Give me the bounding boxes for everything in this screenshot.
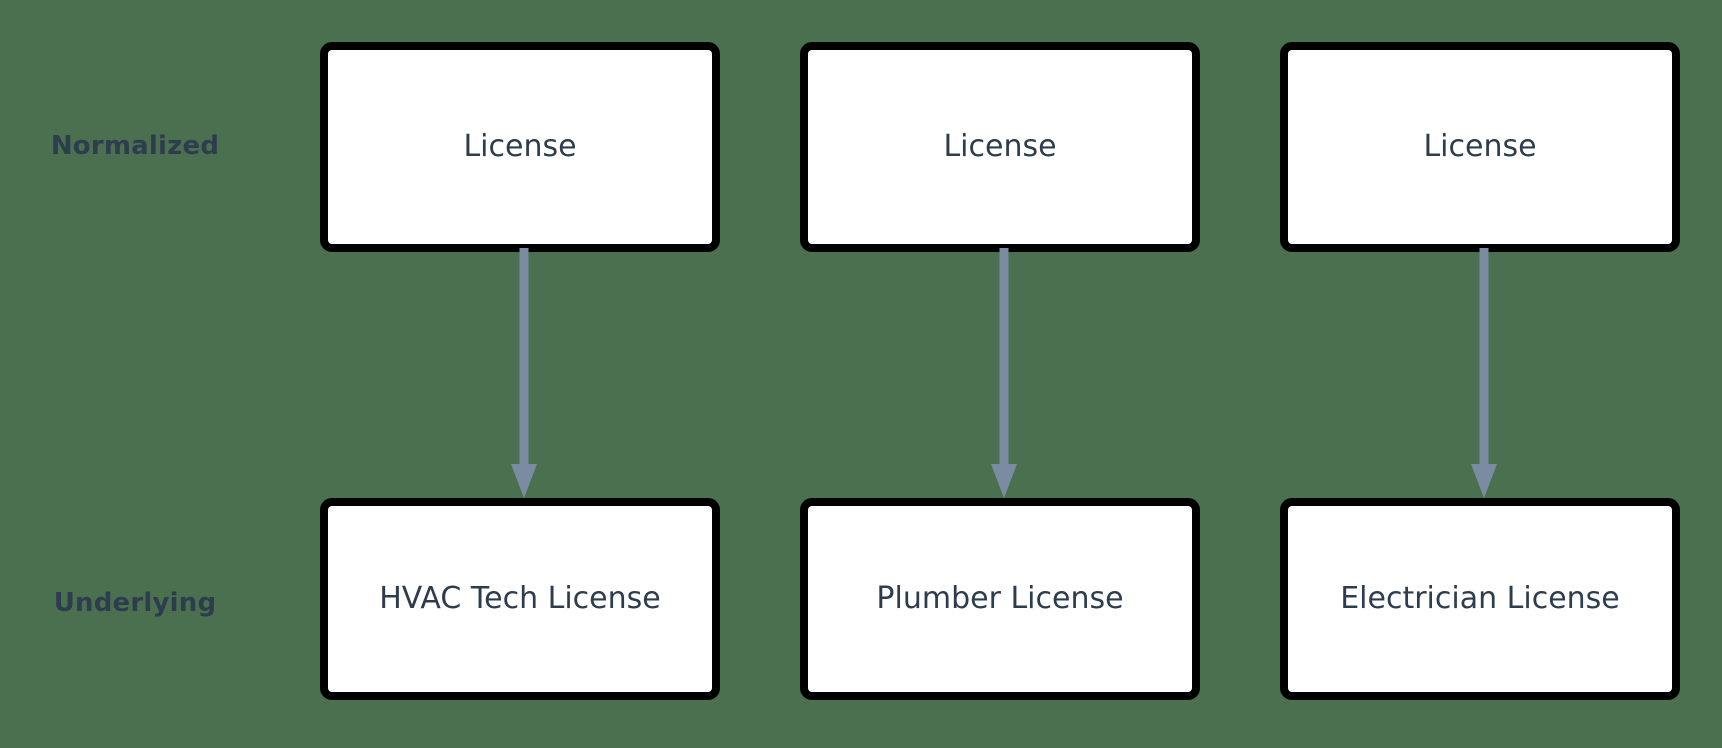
- underlying-node[interactable]: Electrician License: [1280, 498, 1680, 700]
- normalized-node[interactable]: License: [800, 42, 1200, 252]
- down-arrow-icon: [510, 248, 538, 504]
- normalized-node[interactable]: License: [1280, 42, 1680, 252]
- underlying-node[interactable]: Plumber License: [800, 498, 1200, 700]
- underlying-node[interactable]: HVAC Tech License: [320, 498, 720, 700]
- normalized-node[interactable]: License: [320, 42, 720, 252]
- down-arrow-icon: [1470, 248, 1498, 504]
- row-label-underlying: Underlying: [53, 588, 217, 618]
- mapping-column: License Plumber License: [800, 0, 1200, 748]
- mapping-column: License HVAC Tech License: [320, 0, 720, 748]
- mapping-column: License Electrician License: [1280, 0, 1680, 748]
- row-label-normalized: Normalized: [50, 131, 220, 161]
- down-arrow-icon: [990, 248, 1018, 504]
